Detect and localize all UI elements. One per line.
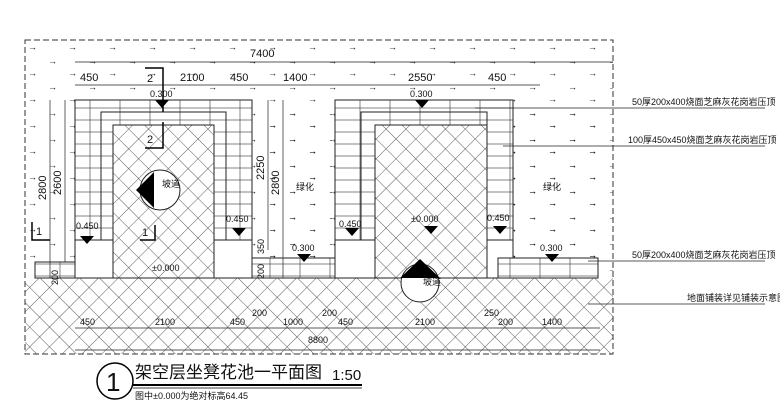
ramp-symbol-left: 坡道 — [136, 169, 181, 211]
dim-top-6: 450 — [488, 72, 506, 84]
ground-paving — [25, 278, 613, 354]
green-bed-right — [513, 110, 598, 260]
elevation-planter-left: 0.300 — [292, 243, 315, 253]
dim-bottom-7: 450 — [338, 317, 353, 327]
callouts: 50厚200x400烧面芝麻灰花岗岩压顶 100厚450x450烧面芝麻灰花岗岩… — [475, 96, 780, 305]
dim-mid-350: 350 — [256, 239, 266, 254]
title-name: 架空层坐凳花池一平面图 — [135, 363, 322, 382]
dim-top-3: 450 — [230, 72, 248, 84]
dim-bottom-6: 200 — [322, 308, 337, 318]
callout-coping-bottom: 50厚200x400烧面芝麻灰花岗岩压顶 — [632, 249, 776, 260]
seat-unit-right — [334, 99, 514, 279]
dim-left-inner: 2600 — [52, 171, 64, 195]
elevation-seat-3: 0.450 — [339, 219, 362, 229]
label-green-2: 绿化 — [543, 181, 561, 192]
elevation-floor-left: ±0.000 — [152, 263, 179, 273]
dim-overall-top: 7400 — [250, 48, 274, 60]
callout-coping-top: 50厚200x400烧面芝麻灰花岗岩压顶 — [632, 96, 776, 107]
elevation-seat-2: 0.450 — [226, 214, 249, 224]
dim-bottom-5: 1000 — [283, 317, 303, 327]
section-mark-1a: 1 — [36, 226, 42, 238]
dim-bottom-8: 2100 — [415, 317, 435, 327]
bottom-dimensions: 450 2100 450 200 1000 200 450 2100 250 2… — [80, 308, 562, 345]
dim-top-2: 2100 — [180, 72, 204, 84]
dim-bottom-2: 2100 — [155, 317, 175, 327]
elevation-markers: 0.300 0.300 0.450 0.450 0.450 0.450 0.30… — [76, 89, 563, 273]
dim-bottom-overall: 8800 — [308, 335, 328, 345]
title-number: 1 — [106, 367, 120, 397]
dim-bottom-11: 1400 — [542, 317, 562, 327]
elevation-top-left: 0.300 — [150, 89, 173, 99]
section-mark-2b: 2 — [147, 134, 153, 146]
elevation-planter-right: 0.300 — [540, 243, 563, 253]
dim-bottom-10: 200 — [498, 317, 513, 327]
ramp-label-left: 坡道 — [162, 178, 180, 189]
elevation-seat-1: 0.450 — [76, 221, 99, 231]
drawing-title: 1 架空层坐凳花池一平面图 1:50 图中±0.000为绝对标高64.45 — [96, 362, 362, 401]
dim-bottom-9: 250 — [484, 308, 499, 318]
title-note: 图中±0.000为绝对标高64.45 — [135, 390, 248, 401]
elevation-floor-right: ±0.000 — [411, 214, 438, 224]
elevation-top-right: 0.300 — [410, 89, 433, 99]
planter-edge-right — [497, 257, 599, 279]
title-scale: 1:50 — [332, 367, 361, 384]
dim-mid-2800: 2800 — [270, 171, 282, 195]
dim-mid-200: 200 — [256, 264, 266, 279]
callout-paving: 地面铺装详见铺装示意图 — [687, 292, 780, 303]
callout-seat-top: 100厚450x450烧面芝麻灰花岗岩压顶 — [628, 134, 777, 145]
ramp-label-right: 坡道 — [423, 276, 441, 287]
dim-top-4: 1400 — [283, 72, 307, 84]
ramp-symbol-right: 坡道 — [400, 259, 441, 303]
label-green-1: 绿化 — [296, 181, 314, 192]
elevation-seat-4: 0.450 — [487, 213, 510, 223]
section-marks: 2 2 1 1 — [31, 67, 164, 241]
section-mark-1b: 1 — [142, 227, 148, 239]
dim-top-1: 450 — [80, 72, 98, 84]
dim-left-outer: 2800 — [37, 176, 49, 200]
dim-bottom-3: 450 — [230, 317, 245, 327]
boundary-line — [24, 39, 614, 355]
dim-left-small: 200 — [50, 270, 60, 285]
dim-mid-2250: 2250 — [255, 156, 267, 180]
green-bed-middle — [262, 105, 332, 260]
dim-top-5: 2550 — [408, 72, 432, 84]
dim-bottom-1: 450 — [80, 317, 95, 327]
dim-bottom-4: 200 — [252, 308, 267, 318]
section-mark-2a: 2 — [147, 73, 153, 85]
